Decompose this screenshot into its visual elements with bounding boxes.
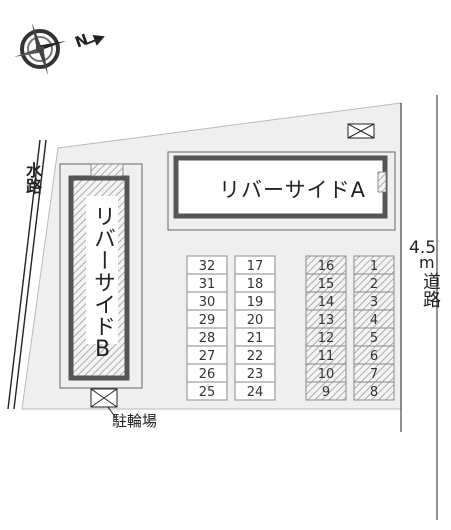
parking-space-number: 32	[199, 259, 216, 274]
parking-space-number: 17	[247, 259, 264, 274]
parking-space	[353, 381, 395, 401]
building-a	[167, 151, 396, 231]
parking-space-number: 5	[370, 331, 378, 346]
parking-space	[305, 381, 347, 401]
road-lines	[400, 95, 438, 520]
parking-space-number: 28	[199, 331, 216, 346]
parking-space-number: 30	[199, 295, 216, 310]
parking-space-number: 6	[370, 349, 378, 364]
parking-space-number: 16	[318, 259, 335, 274]
bicycle-parking-leader	[107, 406, 117, 419]
parking-space-number: 1	[370, 259, 378, 274]
parking-space-number: 21	[247, 331, 264, 346]
parking-space-number: 4	[370, 313, 378, 328]
road-width-unit: m	[419, 253, 435, 272]
parking-space-number: 25	[199, 385, 216, 400]
compass-north-arrow	[85, 34, 105, 46]
parking-space	[186, 381, 228, 401]
parking-space-number: 20	[247, 313, 264, 328]
parking-grid: 3231302928272625171819202122232416151413…	[186, 255, 395, 401]
parking-space-number: 11	[318, 349, 335, 364]
parking-space-number: 23	[247, 367, 264, 382]
parking-space-number: 2	[370, 277, 378, 292]
parking-space-number: 13	[318, 313, 335, 328]
waterway-label: 水路	[23, 162, 42, 194]
parking-space-number: 31	[199, 277, 216, 292]
parking-space	[234, 381, 276, 401]
compass-rose-icon	[14, 23, 66, 75]
road-label: 道路	[420, 272, 441, 308]
building-b	[59, 163, 143, 389]
parking-space-number: 24	[247, 385, 264, 400]
parking-space-number: 19	[247, 295, 264, 310]
parking-space-number: 22	[247, 349, 264, 364]
bicycle-parking-box	[90, 388, 118, 408]
parking-space-number: 12	[318, 331, 335, 346]
waterway-lines	[7, 139, 47, 410]
parking-space-number: 9	[322, 385, 330, 400]
parking-space-number: 10	[318, 367, 335, 382]
parking-space-number: 7	[370, 367, 378, 382]
utility-box-top	[347, 123, 375, 139]
parking-space-number: 3	[370, 295, 378, 310]
parking-space-number: 14	[318, 295, 335, 310]
parking-space-number: 27	[199, 349, 216, 364]
bicycle-parking-label: 駐輪場	[112, 412, 158, 430]
parking-space-number: 15	[318, 277, 335, 292]
parking-space-number: 18	[247, 277, 264, 292]
building-a-label: リバーサイドA	[219, 178, 366, 202]
parking-space-number: 8	[370, 385, 378, 400]
compass-north-letter: N	[73, 30, 91, 51]
road-width-value: 4.5	[409, 238, 437, 258]
building-b-label: リバーサイドB	[90, 205, 115, 362]
parking-space-number: 26	[199, 367, 216, 382]
parking-space-number: 29	[199, 313, 216, 328]
